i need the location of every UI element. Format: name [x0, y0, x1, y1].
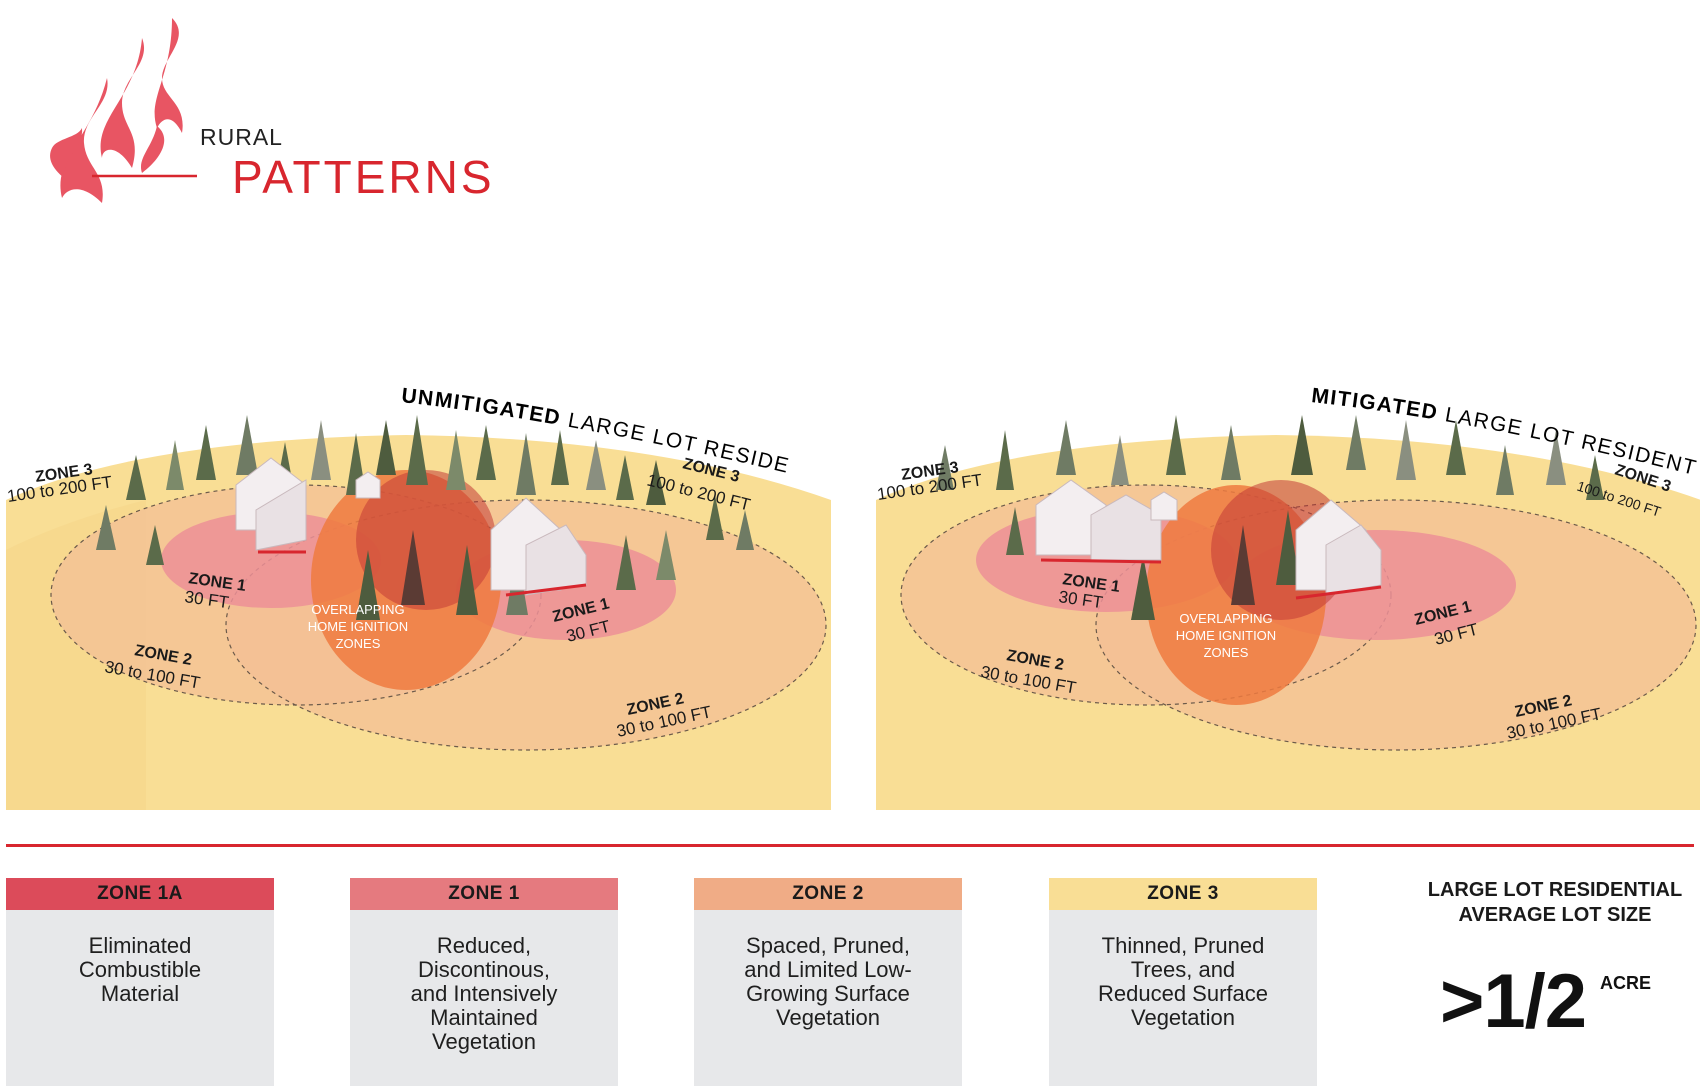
legend-line: Material — [100, 981, 180, 1006]
house-icon — [235, 457, 381, 554]
legend-card-body: Thinned, Pruned Trees, and Reduced Surfa… — [1049, 910, 1317, 1086]
lot-size-value: >1/2 — [1440, 959, 1587, 1044]
legend-card-zone2: ZONE 2 Spaced, Pruned, and Limited Low- … — [694, 878, 962, 1086]
mitigated-panel: MITIGATED LARGE LOT RESIDENTIAL ZONE 3 1… — [876, 380, 1700, 810]
legend-card-title: ZONE 3 — [1049, 878, 1317, 910]
lot-size-title-line1: LARGE LOT RESIDENTIAL — [1427, 879, 1683, 901]
legend-card-zone1a: ZONE 1A Eliminated Combustible Material — [6, 878, 274, 1086]
legend-line: Combustible — [78, 957, 202, 982]
legend-line: Discontinous, — [417, 957, 551, 982]
tree-icon — [936, 415, 1604, 620]
legend-line: Spaced, Pruned, — [746, 933, 910, 958]
legend-line: and Intensively — [410, 981, 558, 1006]
house-icon — [490, 497, 587, 597]
overlap-label-line2: HOME IGNITION — [308, 619, 408, 634]
house-icon — [1035, 479, 1178, 564]
legend-card-title: ZONE 1 — [350, 878, 618, 910]
overlap-label-line3: ZONES — [1204, 645, 1249, 660]
legend-card-title: ZONE 1A — [6, 878, 274, 910]
legend-line: Trees, and — [1130, 957, 1236, 982]
section-divider — [6, 844, 1694, 847]
overlap-label-line2: HOME IGNITION — [1176, 628, 1276, 643]
legend-line: Vegetation — [776, 1005, 880, 1030]
overlap-label-line1: OVERLAPPING — [1179, 611, 1272, 626]
legend-line: Vegetation — [1131, 1005, 1235, 1030]
flame-logo-icon — [50, 18, 197, 203]
lot-size-unit: ACRE — [1600, 973, 1652, 993]
page-kicker: RURAL — [200, 124, 283, 150]
legend-card-body: Reduced, Discontinous, and Intensively M… — [350, 910, 618, 1086]
unmitigated-panel: UNMITIGATED LARGE LOT RESIDENTIAL ZONE 3… — [6, 380, 831, 810]
legend-card-zone1: ZONE 1 Reduced, Discontinous, and Intens… — [350, 878, 618, 1086]
page-title: PATTERNS — [232, 151, 495, 203]
legend-line: Vegetation — [432, 1029, 536, 1054]
legend-line: Reduced Surface — [1098, 981, 1268, 1006]
legend-card-body: Eliminated Combustible Material — [6, 910, 274, 1086]
lot-size-title-line2: AVERAGE LOT SIZE — [1458, 904, 1652, 926]
legend-line: Maintained — [430, 1005, 538, 1030]
overlap-label-line1: OVERLAPPING — [311, 602, 404, 617]
legend-line: and Limited Low- — [744, 957, 912, 982]
legend-card-title: ZONE 2 — [694, 878, 962, 910]
legend-card-zone3: ZONE 3 Thinned, Pruned Trees, and Reduce… — [1049, 878, 1317, 1086]
legend-line: Thinned, Pruned — [1101, 933, 1265, 958]
lot-size-title: LARGE LOT RESIDENTIAL AVERAGE LOT SIZE — [1420, 878, 1690, 928]
house-icon — [1295, 499, 1382, 600]
legend-line: Growing Surface — [746, 981, 910, 1006]
legend-card-body: Spaced, Pruned, and Limited Low- Growing… — [694, 910, 962, 1086]
legend-line: Eliminated — [88, 933, 192, 958]
legend-line: Reduced, — [436, 933, 532, 958]
overlap-label-line3: ZONES — [336, 636, 381, 651]
